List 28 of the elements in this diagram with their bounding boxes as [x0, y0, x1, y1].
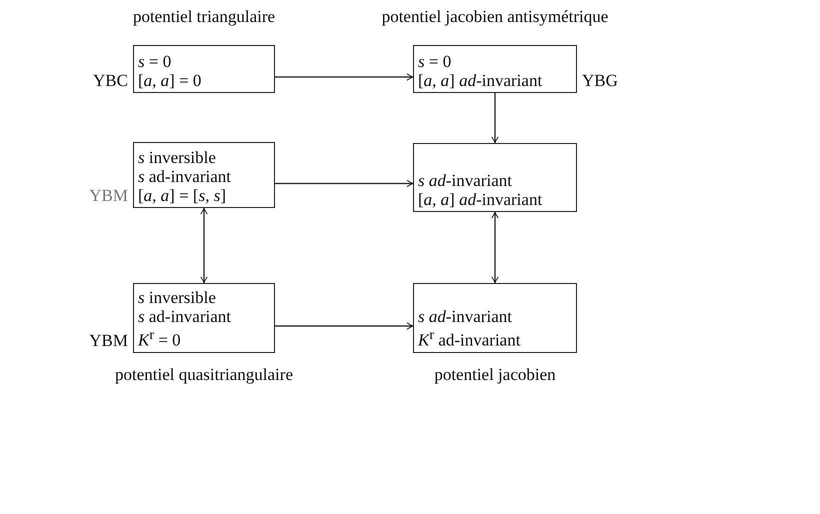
condition-box [413, 45, 577, 93]
condition-text: [a, a] = [s, s] [138, 186, 228, 205]
condition-text: s = 0 [418, 52, 452, 71]
condition-text: s ad-invariant [418, 171, 513, 190]
side-label: YBC [93, 71, 128, 90]
condition-box [413, 283, 577, 353]
condition-text: s inversible [138, 148, 217, 167]
condition-text: s = 0 [138, 52, 172, 71]
condition-text: [a, a] = 0 [138, 71, 202, 90]
side-label: YBM [89, 331, 128, 350]
condition-text: s inversible [138, 288, 217, 308]
condition-text: s ad-invariant [418, 307, 513, 326]
column-heading: potentiel quasitriangulaire [115, 365, 293, 384]
side-label: YBM [89, 186, 128, 205]
condition-box [133, 283, 275, 353]
condition-text: [a, a] ad-invariant [418, 71, 544, 90]
condition-box [133, 142, 275, 208]
column-heading: potentiel triangulaire [132, 7, 276, 26]
column-heading: potentiel jacobien antisymétrique [382, 7, 608, 26]
condition-box [413, 143, 577, 212]
condition-box [133, 45, 275, 93]
condition-text: [a, a] ad-invariant [418, 190, 544, 209]
condition-text: s ad-invariant [138, 307, 232, 326]
column-heading: potentiel jacobien [434, 365, 556, 384]
condition-text: K$^{r}$ = 0 [138, 326, 182, 350]
condition-text: s ad-invariant [138, 167, 232, 186]
side-label: YBG [582, 71, 618, 90]
condition-text: K$^{r}$ ad-invariant [418, 326, 522, 350]
